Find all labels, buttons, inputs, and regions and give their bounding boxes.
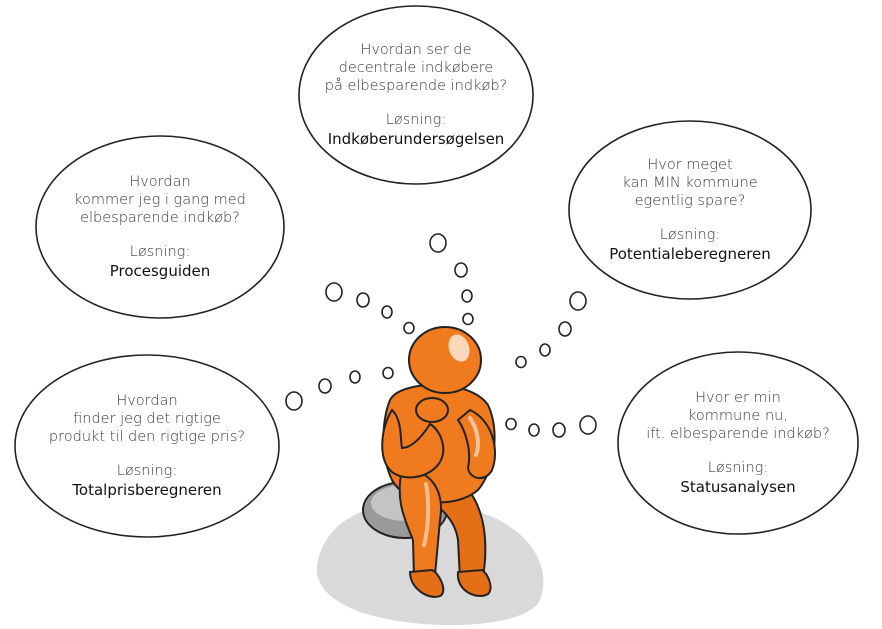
bubble-top: Hvordan ser de decentrale indkøbere på e… (299, 6, 533, 184)
thought-dot (558, 321, 572, 337)
bubble-solution-label: Løsning: (707, 460, 769, 476)
bubble-solution: Totalprisberegneren (72, 481, 222, 499)
thought-dot (429, 233, 447, 253)
bubble-question: Hvor meget kan MIN kommune egentlig spar… (622, 157, 758, 209)
thought-dot (325, 282, 343, 302)
thought-dot (356, 292, 370, 308)
bubble-question: Hvordan ser de decentrale indkøbere på e… (324, 42, 508, 94)
thought-dot (515, 355, 527, 369)
thought-dot (539, 343, 551, 357)
bubble-bottom-right: Hvor er min kommune nu, ift. elbesparend… (618, 352, 858, 534)
bubble-bottom-left: Hvordan finder jeg det rigtige produkt t… (15, 355, 279, 537)
thought-dot (285, 391, 303, 411)
thought-dot (381, 305, 393, 319)
bubble-bottom-right-outline (617, 351, 859, 535)
thought-dot (505, 417, 517, 431)
bubble-question: Hvor er min kommune nu, ift. elbesparend… (646, 390, 830, 442)
thought-dot (569, 291, 587, 311)
bubble-bottom-left-outline (14, 354, 280, 538)
bubble-solution: Potentialeberegneren (609, 245, 771, 263)
bubble-question: Hvordan finder jeg det rigtige produkt t… (48, 393, 246, 445)
thought-dots (285, 233, 597, 438)
bubble-left: Hvordan kommer jeg i gang med elbesparen… (36, 136, 284, 318)
bubble-solution: Statusanalysen (680, 478, 796, 496)
thought-dot (403, 321, 415, 335)
thought-dot (528, 423, 540, 437)
bubble-solution-label: Løsning: (385, 112, 447, 128)
bubble-solution: Indkøberundersøgelsen (327, 130, 505, 148)
thought-dot (579, 415, 597, 435)
thought-dot (349, 370, 361, 384)
thinking-person-icon (316, 326, 544, 626)
thought-dot (552, 422, 566, 438)
bubble-top-outline (298, 5, 534, 185)
bubble-right-outline (568, 120, 812, 300)
thought-dot (462, 312, 474, 326)
bubble-question: Hvordan kommer jeg i gang med elbesparen… (74, 174, 246, 226)
thought-dot (454, 262, 468, 278)
thought-dot (382, 366, 394, 380)
thought-dot (318, 378, 332, 394)
bubble-solution-label: Løsning: (116, 463, 178, 479)
bubble-left-outline (35, 135, 285, 319)
bubble-right: Hvor meget kan MIN kommune egentlig spar… (569, 121, 811, 299)
thought-dot (461, 289, 473, 303)
bubble-solution: Procesguiden (109, 262, 211, 280)
bubble-solution-label: Løsning: (129, 244, 191, 260)
bubble-solution-label: Løsning: (659, 227, 721, 243)
